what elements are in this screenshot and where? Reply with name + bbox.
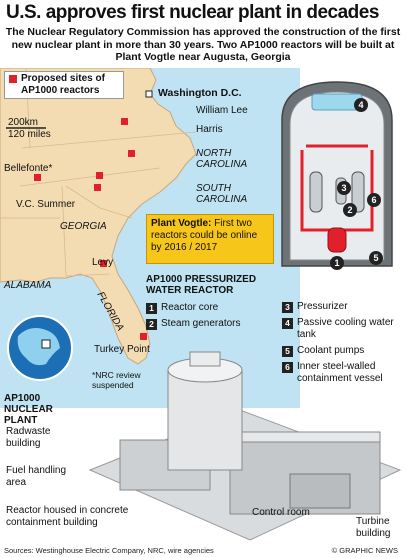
callout-text: First two reactors could be online by 20… <box>151 218 258 253</box>
reactor-cutaway: 4 3 2 6 1 5 <box>281 81 393 270</box>
label-containment: Reactor housed in concrete containment b… <box>6 505 129 528</box>
scale-miles-label: 120 miles <box>8 129 51 140</box>
marker-3: 3 <box>341 183 346 193</box>
subtitle: The Nuclear Regulatory Commission has ap… <box>5 26 401 63</box>
vc-summer-marker <box>96 172 103 179</box>
state-label-alabama: ALABAMA <box>4 280 52 291</box>
steam-generator-left <box>309 171 323 213</box>
containment-vessel <box>289 91 385 261</box>
washington-label: Washington D.C. <box>158 87 242 99</box>
marker-1: 1 <box>334 258 339 268</box>
label-turbine: Turbine building <box>356 516 391 539</box>
callout-title: Plant Vogtle: <box>151 218 212 229</box>
site-label-levy: Levy <box>92 257 114 268</box>
steam-generator-right <box>351 171 365 213</box>
site-label-turkey-point: Turkey Point <box>94 344 150 355</box>
vogtle-marker <box>94 184 101 191</box>
site-label-bellefonte: Bellefonte* <box>4 163 53 174</box>
label-fuel-handling: Fuel handling area <box>6 465 67 488</box>
legend-label: Proposed sites of AP1000 reactors <box>21 73 105 96</box>
turkey-point-marker <box>140 333 147 340</box>
vogtle-callout: Plant Vogtle: First two reactors could b… <box>146 214 274 264</box>
plant-illustration <box>88 351 402 541</box>
scale-km-label: 200km <box>8 117 39 128</box>
cooling-tank <box>311 93 363 111</box>
site-label-william-lee: William Lee <box>196 105 248 116</box>
washington-marker <box>145 90 153 98</box>
site-label-vc-summer: V.C. Summer <box>16 199 76 210</box>
sources-note: Sources: Westinghouse Electric Company, … <box>4 546 214 555</box>
globe-inset <box>7 315 73 381</box>
map-legend: Proposed sites of AP1000 reactors <box>4 71 124 99</box>
state-label-north-carolina: NORTH CAROLINA <box>196 148 248 170</box>
site-label-harris: Harris <box>196 124 223 135</box>
label-radwaste: Radwaste building <box>6 426 51 449</box>
state-label-south-carolina: SOUTH CAROLINA <box>196 183 248 205</box>
nrc-note: *NRC review suspended <box>92 370 141 390</box>
reactor-title: AP1000 PRESSURIZED WATER REACTOR <box>146 274 257 296</box>
reactor-core-vessel <box>327 227 347 253</box>
credit: © GRAPHIC NEWS <box>331 546 398 555</box>
william-lee-marker <box>121 118 128 125</box>
containment-building <box>167 369 243 471</box>
levy-marker <box>100 260 107 267</box>
marker-6: 6 <box>371 195 376 205</box>
site-markers <box>34 118 147 340</box>
label-control-room: Control room <box>252 507 310 518</box>
marker-5: 5 <box>373 253 378 263</box>
bellefonte-marker <box>34 174 41 181</box>
control-block <box>289 473 351 509</box>
marker-2: 2 <box>347 205 352 215</box>
legend-swatch <box>9 75 17 83</box>
marker-4: 4 <box>358 100 363 110</box>
page-title: U.S. approves first nuclear plant in dec… <box>6 2 379 23</box>
harris-marker <box>128 150 135 157</box>
state-label-georgia: GEORGIA <box>60 221 107 232</box>
plant-title: AP1000 NUCLEAR PLANT <box>4 393 53 426</box>
